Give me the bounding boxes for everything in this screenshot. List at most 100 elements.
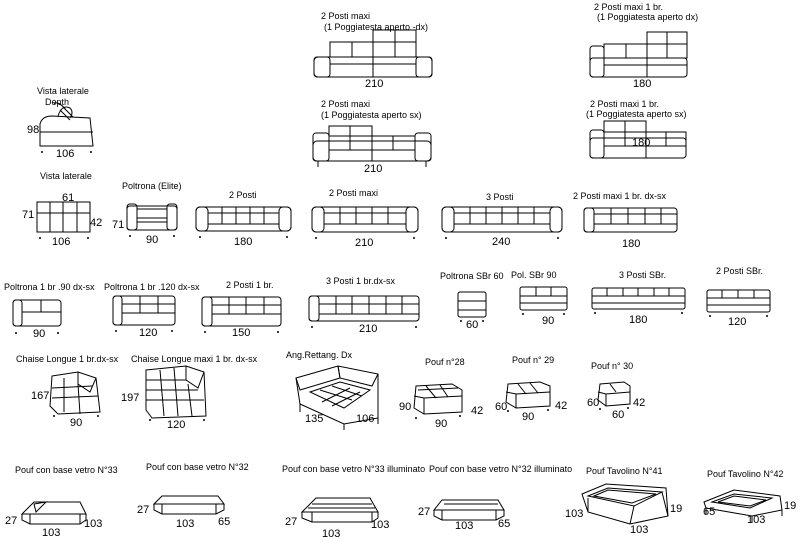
item-title: Poltrona (Elite): [122, 181, 182, 191]
height-dimension: 27: [418, 506, 431, 518]
item-title: 2 Posti maxi: [321, 11, 371, 21]
item-subtitle: (1 Poggiatesta aperto sx): [586, 109, 687, 119]
width-dimension: 106: [52, 236, 71, 248]
item-title: Poltrona SBr 60: [440, 271, 504, 281]
width-dimension: 90: [146, 234, 159, 246]
item-title: Chaise Longue 1 br.dx-sx: [16, 354, 119, 364]
height-dimension: 71: [22, 209, 35, 221]
width-dimension: 103: [747, 514, 766, 526]
item-title: Pouf con base vetro N°32: [146, 462, 249, 472]
width-dimension: 106: [56, 148, 75, 160]
item-title: 2 Posti maxi: [321, 99, 371, 109]
width-dimension: 90: [70, 417, 83, 429]
item-title: Pouf n° 29: [512, 355, 555, 365]
width-dimension: 210: [355, 237, 374, 249]
length-dimension: 167: [31, 390, 50, 402]
seat-height-dimension: 42: [90, 217, 103, 229]
item-title: 2 Posti maxi: [329, 188, 379, 198]
depth-dimension: 65: [498, 518, 511, 530]
width-dimension: 103: [322, 528, 341, 540]
item-title: 2 Posti maxi 1 br. dx-sx: [573, 191, 667, 201]
width-dimension: 150: [232, 327, 251, 339]
depth-dimension: 90: [399, 401, 412, 413]
item-title: 2 Posti maxi 1 br.: [590, 99, 660, 109]
width-dimension: 180: [632, 137, 651, 149]
item-title: 2 Posti maxi 1 br.: [594, 2, 664, 12]
item-subtitle: (1 Poggiatesta aperto sx): [321, 110, 422, 120]
item-title: Ang.Rettang. Dx: [286, 350, 353, 360]
left-width-dimension: 135: [305, 413, 324, 425]
depth-dimension: 65: [218, 516, 231, 528]
width-dimension: 120: [139, 327, 158, 339]
height-dimension: 42: [471, 405, 484, 417]
width-dimension: 60: [466, 319, 479, 331]
item-title: Poltrona 1 br .90 dx-sx: [4, 282, 95, 292]
depth-dimension: 65: [703, 506, 716, 518]
width-dimension: 90: [435, 418, 448, 430]
width-dimension: 180: [633, 78, 652, 90]
item-title: Poltrona 1 br .120 dx-sx: [104, 282, 200, 292]
height-dimension: 19: [670, 503, 683, 515]
item-title: Vista laterale: [40, 171, 92, 181]
length-dimension: 197: [121, 392, 140, 404]
right-width-dimension: 106: [356, 413, 375, 425]
item-title: Pouf con base vetro N°33: [15, 465, 118, 475]
height-dimension: 27: [137, 504, 150, 516]
depth-dimension: 103: [371, 519, 390, 531]
width-dimension: 180: [234, 236, 253, 248]
height-dimension: 19: [784, 500, 797, 512]
depth-dimension: 60: [587, 397, 600, 409]
item-title: Pouf Tavolino N°41: [586, 466, 663, 476]
item-title: Pouf con base vetro N°33 illuminato: [282, 464, 426, 474]
width-dimension: 90: [33, 328, 46, 340]
height-dimension: 98: [27, 124, 40, 136]
width-dimension: 90: [542, 315, 555, 327]
item-title: Pouf n° 30: [591, 361, 634, 371]
depth-dimension: 60: [495, 401, 508, 413]
width-dimension: 103: [42, 527, 61, 539]
item-title: Pouf n°28: [425, 357, 465, 367]
width-dimension: 210: [365, 78, 384, 90]
item-title: 3 Posti: [486, 192, 514, 202]
depth-dimension: 61: [62, 192, 75, 204]
width-dimension: 240: [492, 236, 511, 248]
width-dimension: 120: [167, 419, 186, 431]
item-title: Pouf con base vetro N°32 illuminato: [429, 464, 573, 474]
depth-dimension: 103: [84, 518, 103, 530]
item-title: Chaise Longue maxi 1 br. dx-sx: [131, 354, 258, 364]
width-dimension: 103: [455, 520, 474, 532]
item-title: Pol. SBr 90: [511, 270, 557, 280]
item-subtitle: (1 Poggiatesta aperto dx): [597, 12, 699, 22]
depth-dimension: 103: [565, 508, 584, 520]
item-title: 3 Posti 1 br.dx-sx: [326, 276, 396, 286]
height-dimension: 27: [5, 515, 18, 527]
item-title: Pouf Tavolino N°42: [707, 469, 784, 479]
item-title: Vista laterale: [37, 86, 89, 96]
height-dimension: 27: [285, 516, 298, 528]
width-dimension: 103: [176, 518, 195, 530]
width-dimension: 180: [629, 314, 648, 326]
